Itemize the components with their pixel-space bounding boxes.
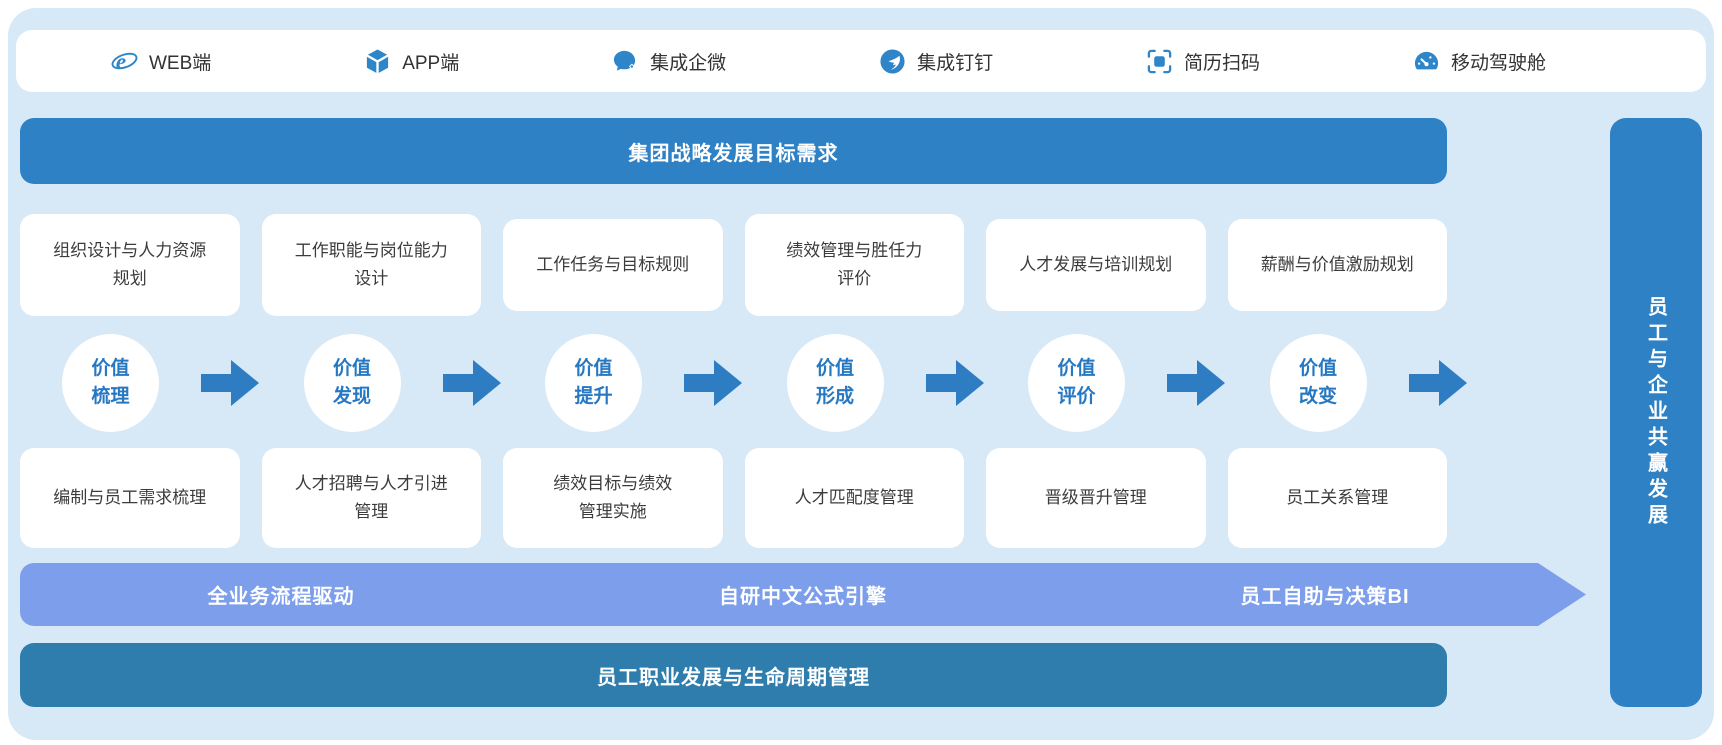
value-flow-step: 价值 改变 [1228,334,1467,432]
flow-arrow-icon [1167,360,1225,406]
plan-card: 组织设计与人力资源 规划 [20,214,240,316]
engine-banner-body [20,563,1538,626]
value-step-circle: 价值 梳理 [62,334,159,432]
win-win-sidebar-label: 员工与企业共赢发展 [1644,295,1667,530]
exec-card: 晋级晋升管理 [986,448,1206,548]
engine-label: 全业务流程驱动 [207,586,355,608]
channel-item-app: APP端 [364,48,459,75]
flow-arrow-icon [925,360,984,406]
channel-item-mobile-cockpit: 移动驾驶舱 [1413,48,1546,75]
engine-arrow-banner: 全业务流程驱动 自研中文公式引擎 员工自助与决策BI [20,563,1586,626]
channel-label: 集成企微 [650,52,727,74]
value-flow-step: 价值 评价 [986,334,1225,432]
flow-arrow-icon [442,360,501,406]
strategy-banner: 集团战略发展目标需求 [20,118,1447,184]
plan-card: 薪酬与价值激励规划 [1227,219,1447,311]
channel-label: WEB端 [149,52,212,74]
win-win-sidebar: 员工与企业共赢发展 [1610,118,1702,707]
value-flow-step: 价值 形成 [745,334,984,432]
value-step-circle: 价值 提升 [545,334,642,432]
access-channel-bar: e WEB端 APP端 集成企微 [16,30,1706,92]
value-step-circle: 价值 发现 [303,334,401,432]
engine-label: 自研中文公式引擎 [719,586,887,608]
channel-label: 集成钉钉 [917,52,994,74]
lifecycle-banner-label: 员工职业发展与生命周期管理 [597,666,870,689]
exec-card: 员工关系管理 [1227,448,1447,548]
value-flow-row: 价值 梳理 价值 发现 价值 提升 价值 形成 价值 评价 价值 改变 [20,334,1467,432]
channel-item-resume-scan: 简历扫码 [1146,48,1260,75]
channel-label: APP端 [402,52,460,74]
plan-card: 绩效管理与胜任力 评价 [744,214,964,316]
lifecycle-banner: 员工职业发展与生命周期管理 [20,643,1447,707]
plan-card: 工作任务与目标规则 [503,219,723,311]
plan-card: 人才发展与培训规划 [986,219,1206,311]
svg-text:e: e [116,49,126,75]
channel-label: 移动驾驶舱 [1450,52,1546,74]
value-step-circle: 价值 改变 [1269,334,1367,432]
exec-card: 人才匹配度管理 [744,448,964,548]
flow-arrow-icon [1408,360,1467,406]
exec-card: 编制与员工需求梳理 [20,448,240,548]
engine-banner-labels: 全业务流程驱动 自研中文公式引擎 员工自助与决策BI [20,563,1586,626]
value-step-circle: 价值 评价 [1028,334,1125,432]
value-flow-step: 价值 梳理 [20,334,259,432]
app-cube-icon [366,48,389,74]
wecom-chat-icon [614,50,636,71]
mobile-dashboard-icon [1414,51,1439,69]
value-step-circle: 价值 形成 [786,334,884,432]
ie-browser-icon: e [111,49,138,75]
plan-card: 工作职能与岗位能力 设计 [261,214,481,316]
value-flow-step: 价值 发现 [262,334,501,432]
channel-item-web: e WEB端 [111,48,211,75]
dingtalk-icon [880,48,905,74]
channel-label: 简历扫码 [1184,52,1261,74]
channel-item-dingtalk: 集成钉钉 [879,48,993,75]
engine-label: 员工自助与决策BI [1240,586,1410,608]
execution-cards-row: 编制与员工需求梳理 人才招聘与人才引进 管理 绩效目标与绩效 管理实施 人才匹配… [20,448,1447,548]
channel-item-wecom: 集成企微 [612,48,726,75]
value-flow-step: 价值 提升 [503,334,742,432]
strategy-banner-label: 集团战略发展目标需求 [628,142,839,165]
flow-arrow-icon [201,360,259,406]
resume-scan-icon [1147,49,1172,73]
exec-card: 绩效目标与绩效 管理实施 [503,448,723,548]
diagram-background: e WEB端 APP端 集成企微 [8,8,1714,740]
exec-card: 人才招聘与人才引进 管理 [261,448,481,548]
flow-arrow-icon [684,360,742,406]
planning-cards-row: 组织设计与人力资源 规划 工作职能与岗位能力 设计 工作任务与目标规则 绩效管理… [20,214,1447,316]
